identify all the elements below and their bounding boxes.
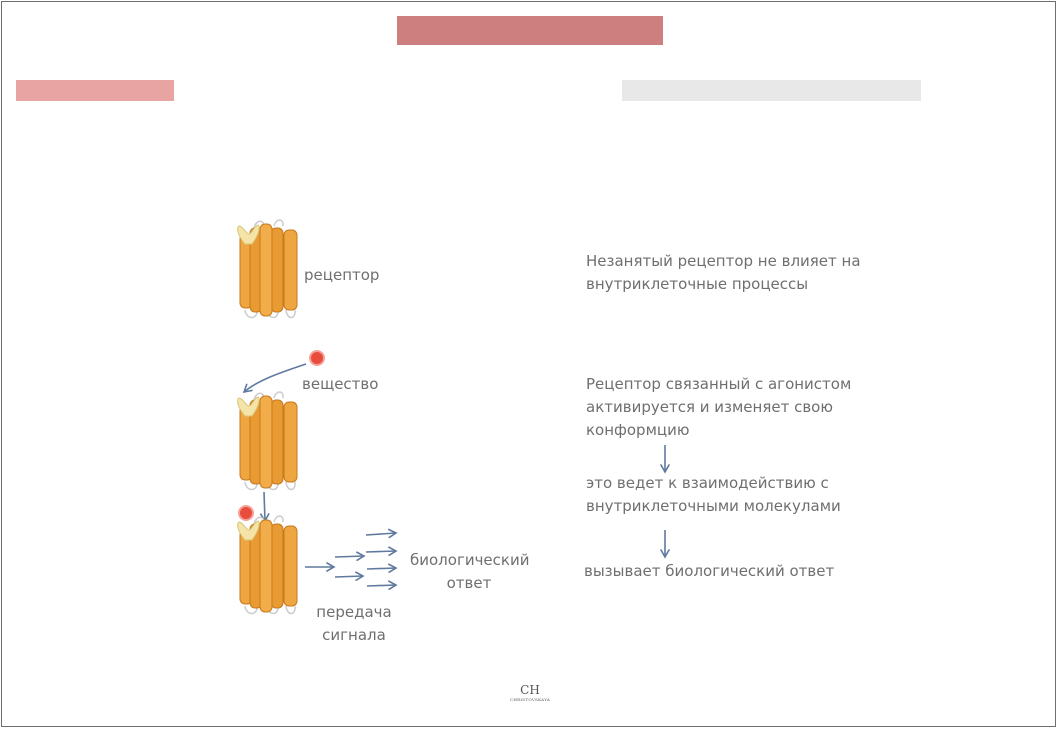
left-header-bar <box>16 80 174 101</box>
receptor-label: рецептор <box>304 266 380 284</box>
interaction-description: это ведет к взаимодействию с внутриклето… <box>586 472 841 518</box>
logo-name: CHRISTOVSKAYA <box>509 697 551 702</box>
agonist-ball-bound <box>238 505 254 521</box>
bio-response-label: биологический ответ <box>410 549 530 595</box>
bound-line-2: активируется и изменяет свою <box>586 398 833 416</box>
logo-monogram: CH <box>520 683 540 697</box>
unoccupied-line-2: внутриклеточные процессы <box>586 275 809 293</box>
right-header-bar <box>622 80 921 101</box>
signal-transfer-line-2: сигнала <box>322 626 386 644</box>
brand-logo: CH CHRISTOVSKAYA <box>505 683 555 703</box>
receptor-unoccupied-figure <box>236 219 298 319</box>
unoccupied-line-1: Незанятый рецептор не влияет на <box>586 252 861 270</box>
unoccupied-description: Незанятый рецептор не влияет на внутрикл… <box>586 250 861 296</box>
receptor-bound-figure <box>236 515 298 615</box>
agonist-approach-arrow <box>242 363 307 394</box>
agonist-ball-free <box>309 350 325 366</box>
bio-response-line-1: биологический <box>410 551 530 569</box>
bio-response-line-2: ответ <box>446 574 492 592</box>
receptor-activated-figure <box>236 391 298 491</box>
interaction-line-1: это ведет к взаимодействию с <box>586 474 829 492</box>
bound-description: Рецептор связанный с агонистом активируе… <box>586 373 851 442</box>
signal-transfer-line-1: передача <box>316 603 392 621</box>
activation-arrow <box>259 491 270 523</box>
substance-label: вещество <box>302 375 379 393</box>
title-bar <box>397 16 663 45</box>
signal-transfer-label: передача сигнала <box>310 601 398 647</box>
interaction-line-2: внутриклеточными молекулами <box>586 497 841 515</box>
bound-line-1: Рецептор связанный с агонистом <box>586 375 852 393</box>
bound-line-3: конформцию <box>586 421 690 439</box>
signal-arrows <box>305 528 398 591</box>
causes-description: вызывает биологический ответ <box>584 562 835 580</box>
